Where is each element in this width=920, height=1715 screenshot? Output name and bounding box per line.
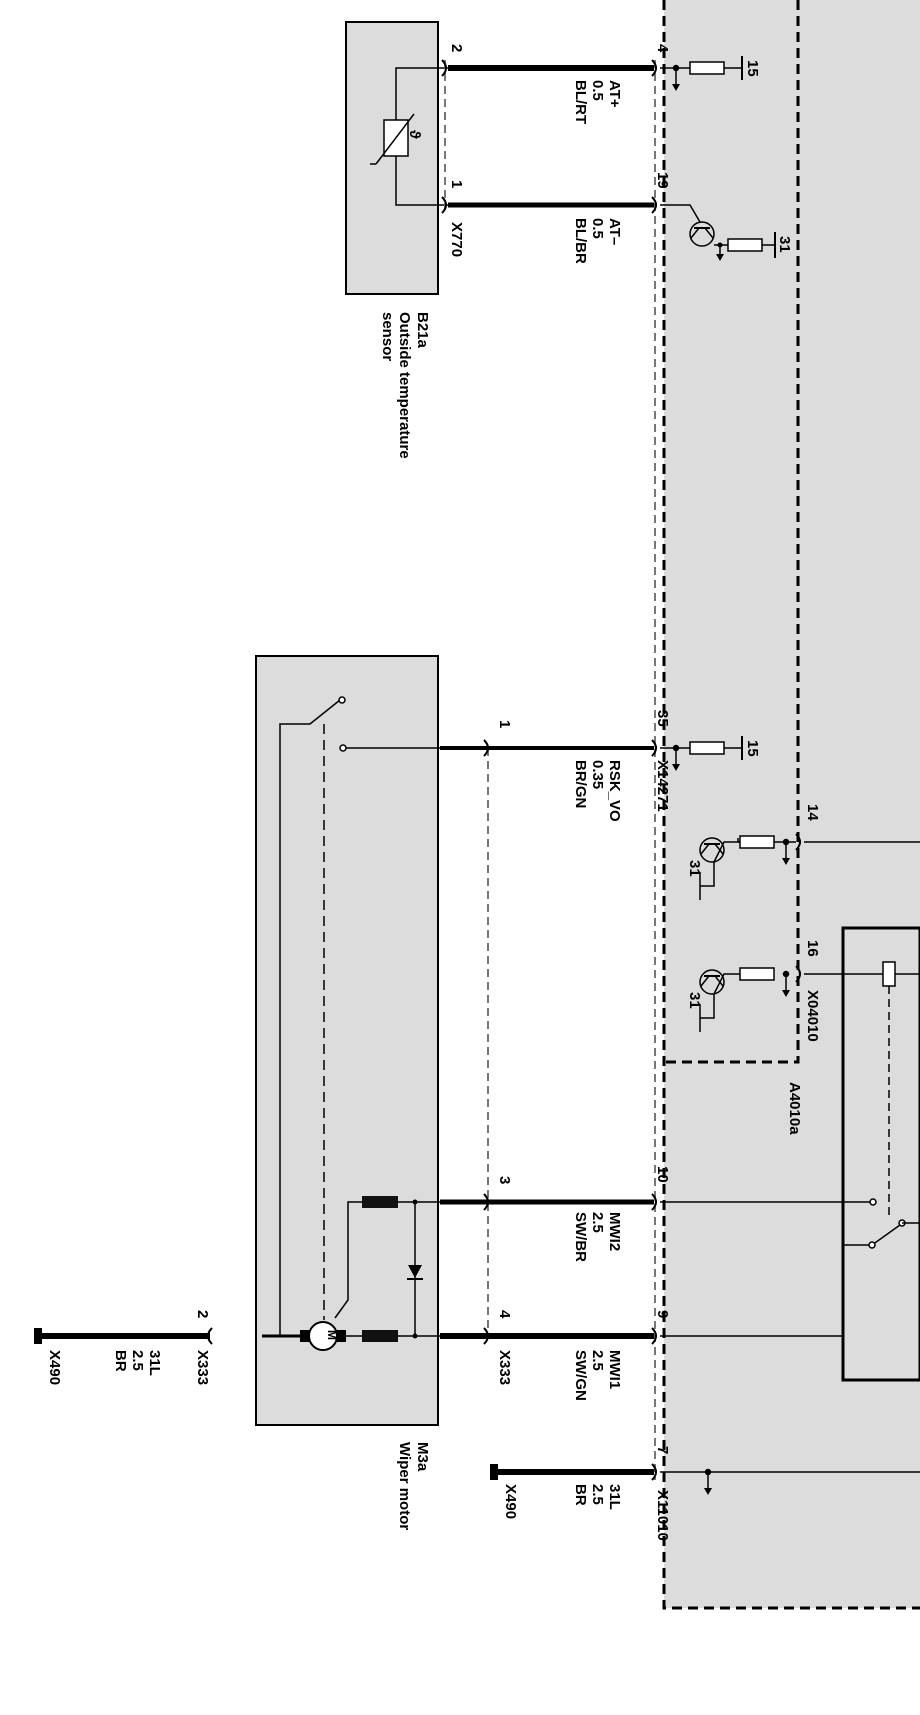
module-ref: A4010a bbox=[786, 1082, 803, 1135]
wire-at-minus-color: BL/BR bbox=[572, 218, 589, 264]
wire-gnd-motor-size: 2.5 bbox=[129, 1350, 146, 1371]
component-b21a bbox=[345, 21, 448, 295]
transistor-pin19 bbox=[689, 221, 725, 262]
term-15-b: 15 bbox=[744, 740, 761, 757]
b21a-ref: B21a bbox=[414, 312, 431, 349]
wire-rsk-vo-color: BR/GN bbox=[572, 760, 589, 808]
wire-at-minus-size: 0.5 bbox=[589, 218, 606, 239]
wire-mwi1-signal: MWI1 bbox=[606, 1350, 623, 1389]
b21a-connector: X770 bbox=[448, 222, 465, 257]
wire-mwi1-color: SW/GN bbox=[572, 1350, 589, 1401]
b21a-name-line2: sensor bbox=[379, 312, 396, 361]
m3a-pin-4: 4 bbox=[496, 1310, 513, 1319]
term-15-a: 15 bbox=[744, 60, 761, 77]
wire-at-plus-color: BL/RT bbox=[572, 80, 589, 124]
ground-terminal-module bbox=[490, 1464, 498, 1480]
m3a-ref: M3a bbox=[414, 1442, 431, 1472]
m3a-name: Wiper motor bbox=[396, 1442, 413, 1530]
connector-x11010: X11010 bbox=[654, 1490, 671, 1541]
m3a-pin-3: 3 bbox=[496, 1176, 513, 1184]
wire-mwi2-color: SW/BR bbox=[572, 1212, 589, 1262]
wire-harness bbox=[40, 60, 656, 1480]
m3a-pin-2: 2 bbox=[194, 1310, 211, 1318]
wire-at-plus-size: 0.5 bbox=[589, 80, 606, 101]
pin-10: 10 bbox=[654, 1166, 671, 1183]
ground-x490-module: X490 bbox=[502, 1484, 519, 1519]
pin-7: 7 bbox=[654, 1446, 671, 1454]
term-31-b: 31 bbox=[686, 860, 703, 877]
wire-rsk-vo-signal: RSK_VO bbox=[606, 760, 623, 822]
b21a-pin-1: 1 bbox=[448, 180, 465, 188]
wire-gnd-module-size: 2.5 bbox=[589, 1484, 606, 1505]
term-31-c: 31 bbox=[686, 992, 703, 1009]
wire-mwi2-signal: MWI2 bbox=[606, 1212, 623, 1251]
ground-arrows bbox=[671, 75, 791, 1496]
pin-16: 16 bbox=[804, 940, 821, 957]
wire-gnd-motor-signal: 31L bbox=[146, 1350, 163, 1376]
m3a-connector: X333 bbox=[496, 1350, 513, 1385]
wire-at-plus-signal: AT+ bbox=[606, 80, 623, 108]
ground-x490-motor: X490 bbox=[46, 1350, 63, 1385]
motor-icon: M bbox=[325, 1330, 339, 1340]
pin-9: 9 bbox=[654, 1310, 671, 1318]
wire-mwi2-size: 2.5 bbox=[589, 1212, 606, 1233]
b21a-name-line1: Outside temperature bbox=[396, 312, 413, 459]
theta-icon: ϑ bbox=[406, 130, 423, 139]
pin-14: 14 bbox=[804, 804, 821, 821]
pin-35: 35 bbox=[654, 710, 671, 727]
connector-x14271: X14271 bbox=[654, 760, 671, 812]
wire-gnd-module-color: BR bbox=[572, 1484, 589, 1506]
text-layer: 2 1 X770 ϑ B21a Outside temperature sens… bbox=[46, 44, 821, 1541]
wire-mwi1-size: 2.5 bbox=[589, 1350, 606, 1371]
pin-19: 19 bbox=[654, 172, 671, 189]
wire-at-minus-signal: AT– bbox=[606, 218, 623, 245]
connector-pins bbox=[207, 59, 801, 1481]
component-m3a bbox=[255, 655, 489, 1426]
wire-rsk-vo-size: 0.35 bbox=[589, 760, 606, 789]
pin-4: 4 bbox=[654, 44, 671, 53]
term-31-a: 31 bbox=[776, 236, 793, 253]
m3a-pin-1: 1 bbox=[496, 720, 513, 728]
wire-gnd-motor-color: BR bbox=[112, 1350, 129, 1372]
motor-conn-x333: X333 bbox=[194, 1350, 211, 1385]
module-internal-circuit bbox=[660, 56, 920, 1480]
wire-gnd-module-signal: 31L bbox=[606, 1484, 623, 1510]
b21a-pin-2: 2 bbox=[448, 44, 465, 52]
ground-terminal-motor bbox=[34, 1328, 42, 1344]
connector-x04010: X04010 bbox=[804, 990, 821, 1042]
